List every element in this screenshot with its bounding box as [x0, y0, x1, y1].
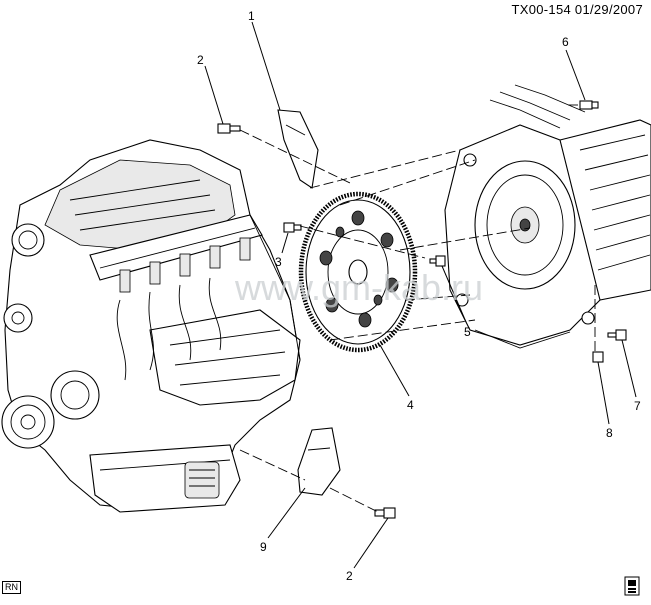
alternator — [50, 370, 100, 420]
transmission-assembly — [444, 84, 651, 349]
bolt-2-upper — [217, 123, 241, 134]
upper-inspection-cover — [277, 109, 319, 189]
flexplate-holes — [319, 210, 399, 328]
flexplate — [298, 191, 418, 353]
oil-filter — [184, 461, 220, 499]
callout-1: 1 — [248, 9, 255, 23]
callout-8: 8 — [606, 426, 613, 440]
callout-6: 6 — [562, 35, 569, 49]
bolt-6 — [579, 100, 599, 110]
injector-row — [119, 237, 251, 293]
bolt-5 — [429, 255, 446, 267]
callout-9: 9 — [260, 540, 267, 554]
callout-7: 7 — [634, 399, 641, 413]
figure-code: TX00-154 01/29/2007 — [511, 2, 643, 17]
callout-2-lower: 2 — [346, 569, 353, 583]
callout-labels: 1 2 3 4 5 6 7 8 2 9 — [197, 9, 641, 583]
callout-5: 5 — [464, 325, 471, 339]
bolt-8 — [592, 351, 604, 363]
lower-inspection-cover — [297, 427, 341, 496]
callout-4: 4 — [407, 398, 414, 412]
bolt-7 — [607, 329, 627, 341]
watermark-text: www.gm-kab.ru — [234, 267, 483, 308]
bolt-3 — [283, 222, 302, 233]
rn-badge: RN — [2, 581, 21, 594]
alignment-lines — [239, 104, 596, 513]
leader-lines — [204, 21, 637, 569]
print-icon — [624, 576, 640, 596]
idler-pulley — [3, 303, 33, 333]
crank-pulley — [1, 395, 55, 449]
callout-3: 3 — [275, 255, 282, 269]
bolt-2-lower — [374, 507, 396, 519]
callout-2-upper: 2 — [197, 53, 204, 67]
engine-assembly — [1, 139, 301, 513]
